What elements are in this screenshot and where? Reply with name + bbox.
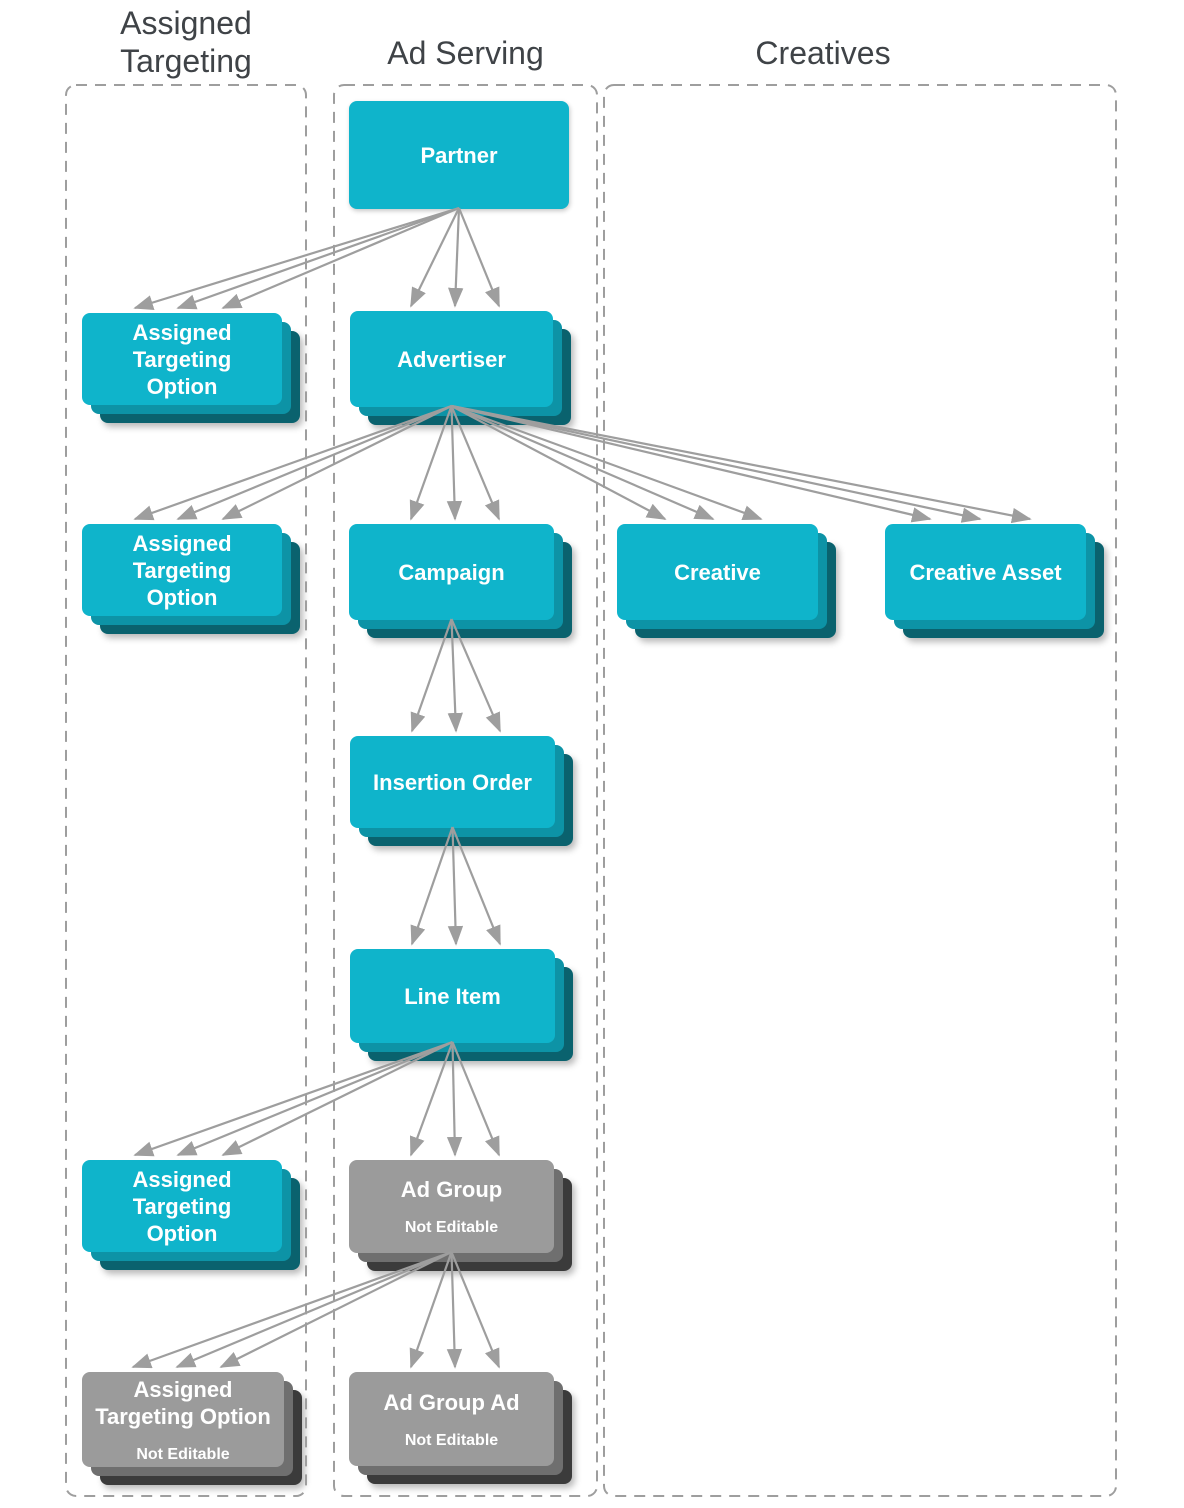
node-face: Creative xyxy=(617,524,818,620)
node-face: Assigned Targeting Option xyxy=(82,524,282,616)
node-label: Insertion Order xyxy=(373,769,532,795)
node-ato1: Assigned Targeting Option xyxy=(82,313,300,423)
node-face: Ad Group Ad Not Editable xyxy=(349,1372,554,1466)
node-label: Assigned Targeting Option xyxy=(132,319,232,399)
node-label: Line Item xyxy=(404,983,501,1009)
column-title-assigned-targeting: Assigned Targeting xyxy=(120,5,252,79)
node-face: Partner xyxy=(349,101,569,209)
node-sublabel: Not Editable xyxy=(404,1431,499,1449)
node-label: Assigned Targeting Option xyxy=(95,1376,271,1429)
node-label: Creative xyxy=(674,559,761,585)
node-ato2: Assigned Targeting Option xyxy=(82,524,300,634)
node-label: Assigned Targeting Option xyxy=(132,1166,232,1246)
node-advertiser: Advertiser xyxy=(350,311,571,425)
node-creative: Creative xyxy=(617,524,836,638)
node-label: Campaign xyxy=(398,559,505,585)
node-face: Insertion Order xyxy=(350,736,555,828)
node-label: Creative Asset xyxy=(909,559,1062,585)
node-label: Assigned Targeting Option xyxy=(132,530,232,610)
node-label: Ad Group Ad xyxy=(383,1389,520,1415)
node-label: Advertiser xyxy=(397,346,506,372)
node-face: Assigned Targeting Option xyxy=(82,313,282,405)
column-title-creatives: Creatives xyxy=(755,35,891,71)
node-face: Advertiser xyxy=(350,311,553,407)
column-title-ad-serving: Ad Serving xyxy=(387,35,544,71)
node-sublabel: Not Editable xyxy=(136,1445,230,1463)
node-campaign: Campaign xyxy=(349,524,572,638)
node-ad_group_ad: Ad Group Ad Not Editable xyxy=(349,1372,572,1484)
node-sublabel: Not Editable xyxy=(404,1219,499,1236)
node-line_item: Line Item xyxy=(350,949,573,1061)
node-face: Creative Asset xyxy=(885,524,1086,620)
node-label: Ad Group xyxy=(400,1177,503,1202)
node-face: Line Item xyxy=(350,949,555,1043)
node-face: Assigned Targeting Option xyxy=(82,1160,282,1252)
node-partner: Partner xyxy=(349,101,569,209)
node-insertion_order: Insertion Order xyxy=(350,736,573,846)
node-face: Campaign xyxy=(349,524,554,620)
node-label: Partner xyxy=(420,142,498,168)
node-ato3: Assigned Targeting Option xyxy=(82,1160,300,1270)
node-creative_asset: Creative Asset xyxy=(885,524,1104,638)
